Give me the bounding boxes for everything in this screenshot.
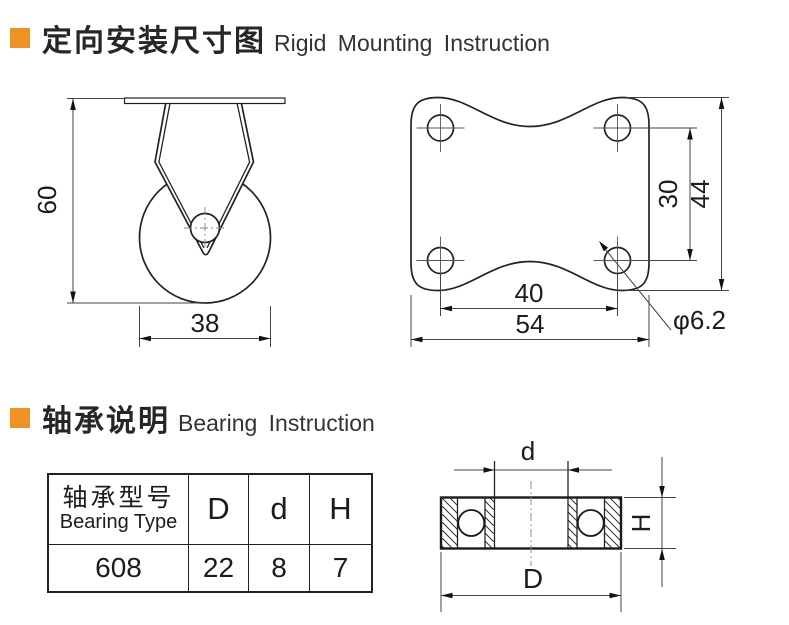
bearing-title-zh: 轴承说明	[42, 405, 170, 438]
dim44-arrow-down	[718, 279, 725, 291]
bearing-type-label-zh: 轴承型号	[62, 484, 175, 513]
hole-dia-leader-line	[602, 246, 672, 331]
dim-label-wheel-diameter: 38	[191, 308, 220, 338]
dim-label-plate-width: 54	[516, 309, 545, 339]
dim30-arrow-down	[687, 249, 693, 261]
dim-label-overall-height: 60	[32, 186, 62, 215]
cell-H-value: 7	[309, 543, 373, 593]
header-cell-D: D	[188, 473, 249, 545]
dim44-arrow-up	[718, 97, 725, 109]
fork-bracket	[154, 98, 255, 256]
dim-H-arrow-top	[659, 486, 665, 498]
dim54-arrow-left	[411, 336, 423, 343]
bearing-cross-section-drawing: d D H	[439, 436, 676, 612]
dim-D-arrow-right	[609, 592, 621, 599]
header-cell-d: d	[248, 473, 310, 545]
mounting-plate-top-view-drawing: 30 44 40 54 φ6.2	[410, 96, 729, 347]
orange-bullet-square	[10, 408, 30, 428]
hatch-inner-left	[485, 497, 495, 549]
dim-H-arrow-bottom	[659, 548, 665, 560]
dim-label-bearing-inner: d	[521, 436, 535, 466]
hatch-outer-left	[441, 497, 458, 549]
bearing-section-header: 轴承说明 Bearing Instruction	[10, 396, 375, 440]
hatch-inner-right	[568, 497, 577, 549]
fork-left-inner-line	[158, 98, 205, 249]
mounting-title-zh: 定向安装尺寸图	[42, 25, 266, 58]
top-plate-edge	[123, 97, 286, 105]
dim38-arrow-right	[259, 335, 271, 342]
bearing-type-label-en: Bearing Type	[59, 511, 178, 534]
dim-label-bearing-height: H	[626, 514, 656, 533]
dim60-arrow-down	[70, 291, 76, 303]
hatch-outer-right	[604, 497, 621, 549]
cell-D-value: 22	[188, 543, 249, 593]
dim-label-hole-pitch-vertical: 30	[653, 180, 683, 209]
mounting-hole-bottom-left	[416, 236, 465, 284]
dim-label-plate-height: 44	[685, 180, 715, 209]
dim54-arrow-right	[637, 336, 649, 343]
caster-side-view-drawing: 60 38	[32, 97, 286, 347]
mounting-section-header: 定向安装尺寸图 Rigid Mounting Instruction	[10, 16, 550, 60]
dim-d-arrow-right	[568, 467, 579, 473]
table-data-row: 608 22 8 7	[47, 543, 373, 593]
dim-label-bearing-outer: D	[523, 563, 543, 594]
dim-label-hole-pitch-horizontal: 40	[515, 278, 544, 308]
dim-D-arrow-left	[441, 592, 453, 599]
dim30-arrow-up	[687, 128, 693, 140]
mounting-hole-bottom-right	[593, 236, 642, 284]
hole-dia-leader-arrow	[599, 241, 609, 252]
header-cell-bearing-type: 轴承型号 Bearing Type	[47, 473, 189, 545]
dim40-arrow-right	[606, 305, 618, 312]
bearing-title-en: Bearing Instruction	[178, 410, 375, 436]
dim-label-hole-diameter: φ6.2	[673, 305, 726, 335]
cell-d-value: 8	[248, 543, 310, 593]
ball-right	[576, 509, 605, 537]
cell-bearing-type-value: 608	[47, 543, 189, 593]
bearing-spec-table: 轴承型号 Bearing Type D d H 608 22 8 7	[47, 473, 373, 593]
header-cell-H: H	[309, 473, 373, 545]
mounting-title-en: Rigid Mounting Instruction	[274, 30, 550, 56]
ball-left	[457, 509, 486, 537]
table-header-row: 轴承型号 Bearing Type D d H	[47, 473, 373, 545]
dim60-arrow-up	[70, 98, 76, 110]
plate-outline	[410, 96, 650, 292]
fork-right-inner-line	[206, 98, 251, 249]
dim-d-arrow-left	[483, 467, 495, 473]
dim38-arrow-left	[139, 335, 151, 342]
mounting-hole-top-left	[416, 104, 465, 152]
dim40-arrow-left	[440, 305, 452, 312]
orange-bullet-square	[10, 28, 30, 48]
